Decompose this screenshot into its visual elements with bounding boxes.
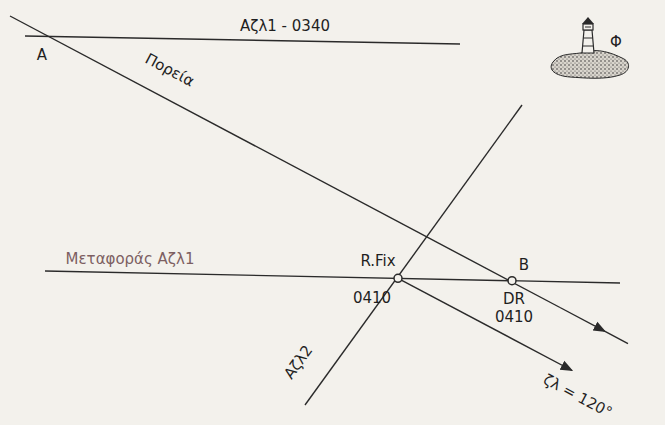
- transferred-lop-label: Μεταφοράς Αζλ1: [64, 251, 197, 268]
- lop-line: [305, 105, 522, 405]
- dr-mark: [508, 277, 516, 285]
- lop-label: Αζλ2: [279, 341, 316, 384]
- fix-label: R.Fix: [358, 253, 397, 270]
- fix-mark: [394, 274, 402, 282]
- point-label: A: [35, 47, 49, 64]
- time-label: 0410: [493, 309, 535, 326]
- time-label: 0410: [351, 290, 393, 307]
- course-arrow: [398, 278, 572, 370]
- lighthouse-label: Φ: [608, 34, 624, 51]
- course-line: [605, 331, 628, 343]
- course-label: Πορεία: [141, 49, 199, 90]
- dr-label: DR: [501, 291, 527, 308]
- lop-label: Αζλ1 - 0340: [238, 18, 332, 35]
- transferred-lop-line: [45, 271, 620, 283]
- lighthouse-symbol: [551, 17, 628, 78]
- course-arrow: [560, 308, 605, 332]
- course-label: ζλ = 120°: [539, 370, 617, 422]
- course-line: [10, 16, 560, 308]
- lop-line: [25, 36, 460, 44]
- point-label: B: [517, 257, 531, 274]
